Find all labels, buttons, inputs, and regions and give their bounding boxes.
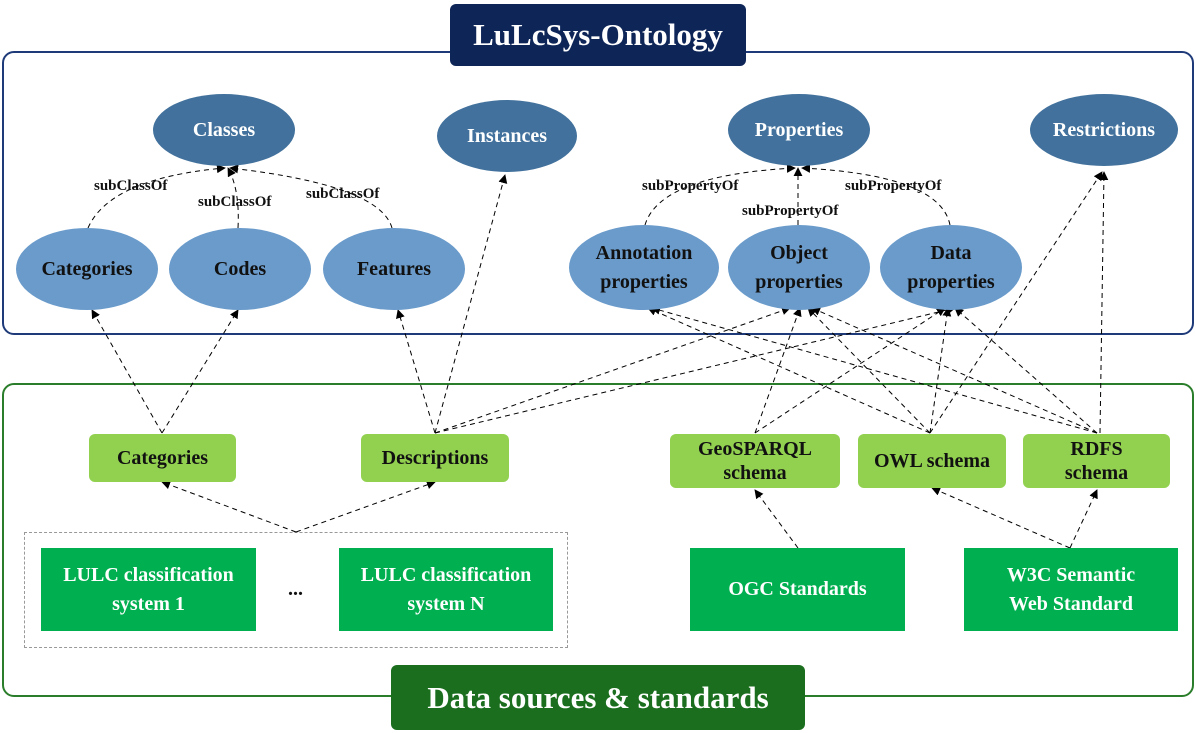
- edge-w3c-owl: [931, 487, 1071, 549]
- edge-subclass-features: [229, 164, 393, 229]
- source-descriptions: Descriptions: [361, 434, 509, 482]
- node-codes-label: Codes: [213, 257, 267, 280]
- node-restrictions: Restrictions: [1030, 94, 1178, 166]
- source-descriptions-label: Descriptions: [381, 447, 489, 469]
- edge-subclass-categories: [87, 164, 226, 229]
- source-rdfs-line2: schema: [1064, 462, 1129, 484]
- node-instances-label: Instances: [466, 124, 547, 147]
- source-lulcN-line1: LULC classification: [360, 563, 532, 586]
- source-owl-label: OWL schema: [873, 450, 991, 472]
- node-restrictions-label: Restrictions: [1052, 118, 1156, 141]
- node-annotation-properties: Annotation properties: [569, 225, 719, 310]
- sources-title: Data sources & standards: [427, 679, 769, 715]
- node-annotation-line2: properties: [600, 270, 688, 293]
- node-instances: Instances: [437, 100, 577, 172]
- node-categories-label: Categories: [41, 257, 133, 280]
- source-lulcN-line2: system N: [407, 592, 485, 615]
- edge-rdfs-annotation: [651, 305, 1098, 434]
- label-subclassof-categories: subClassOf: [94, 178, 168, 194]
- source-rdfs-line1: RDFS: [1070, 438, 1123, 460]
- edge-rdfs-data: [954, 307, 1098, 434]
- edge-desc-instances: [434, 174, 508, 434]
- label-subpropertyof-annotation: subPropertyOf: [642, 178, 739, 194]
- source-lulc-system-n: LULC classification system N: [339, 548, 553, 631]
- node-features-label: Features: [356, 257, 432, 280]
- node-classes-label: Classes: [192, 118, 256, 141]
- edge-cat-codes: [161, 309, 239, 434]
- edge-ogc-geosparql: [754, 489, 799, 549]
- source-ogc-label: OGC Standards: [728, 578, 867, 600]
- source-categories-label: Categories: [116, 447, 209, 469]
- source-w3c-line2: Web Standard: [1009, 592, 1133, 615]
- edge-subprop-annotation: [644, 163, 796, 226]
- node-object-line2: properties: [755, 270, 843, 293]
- edge-desc-features: [396, 309, 436, 434]
- edge-rdfs-restrictions: [1099, 171, 1109, 434]
- edge-owl-object: [807, 307, 931, 434]
- label-subpropertyof-data: subPropertyOf: [845, 178, 942, 194]
- edge-lulc-categories: [161, 480, 297, 533]
- ontology-title: LuLcSys-Ontology: [473, 17, 723, 52]
- edge-owl-annotation: [647, 307, 931, 434]
- label-subpropertyof-object: subPropertyOf: [742, 203, 839, 219]
- edge-rdfs-object: [811, 307, 1098, 434]
- edge-desc-object: [434, 306, 791, 434]
- node-annotation-line1: Annotation: [595, 241, 693, 264]
- source-rdfs: RDFS schema: [1023, 434, 1170, 488]
- node-categories: Categories: [16, 228, 158, 310]
- node-object-line1: Object: [770, 241, 828, 264]
- edge-w3c-rdfs: [1069, 489, 1098, 549]
- node-properties-label: Properties: [754, 118, 844, 141]
- source-geosparql-line2: schema: [723, 462, 787, 484]
- source-ogc-standards: OGC Standards: [690, 548, 905, 631]
- edge-desc-data: [434, 305, 956, 434]
- node-data-line1: Data: [930, 241, 972, 264]
- node-object-properties: Object properties: [728, 225, 870, 310]
- edge-subprop-data: [801, 163, 951, 226]
- systems-ellipsis: ...: [288, 578, 303, 600]
- node-data-line2: properties: [907, 270, 995, 293]
- node-classes: Classes: [153, 94, 295, 166]
- classification-systems-group: [24, 532, 568, 648]
- node-properties: Properties: [728, 94, 870, 166]
- source-lulc1-line1: LULC classification: [63, 563, 234, 586]
- source-geosparql: GeoSPARQL schema: [670, 434, 840, 488]
- node-data-properties: Data properties: [880, 225, 1022, 310]
- source-owl: OWL schema: [858, 434, 1006, 488]
- sources-title-banner: Data sources & standards: [391, 665, 805, 730]
- edge-geo-data: [754, 307, 946, 434]
- ontology-title-banner: LuLcSys-Ontology: [450, 4, 746, 66]
- source-categories: Categories: [89, 434, 236, 482]
- source-w3c-line1: W3C Semantic: [1006, 563, 1136, 586]
- source-w3c-standard: W3C Semantic Web Standard: [964, 548, 1178, 631]
- edge-geo-object: [754, 307, 802, 434]
- edge-lulc-descriptions: [295, 480, 436, 533]
- edge-owl-restrictions: [929, 171, 1103, 434]
- edge-cat-categories: [91, 309, 163, 434]
- source-geosparql-line1: GeoSPARQL: [697, 438, 813, 460]
- label-subclassof-codes: subClassOf: [198, 194, 272, 210]
- edge-owl-data: [929, 307, 952, 434]
- source-lulc1-line2: system 1: [112, 592, 185, 615]
- node-features: Features: [323, 228, 465, 310]
- label-subclassof-features: subClassOf: [306, 186, 380, 202]
- source-lulc-system-1: LULC classification system 1: [41, 548, 256, 631]
- node-codes: Codes: [169, 228, 311, 310]
